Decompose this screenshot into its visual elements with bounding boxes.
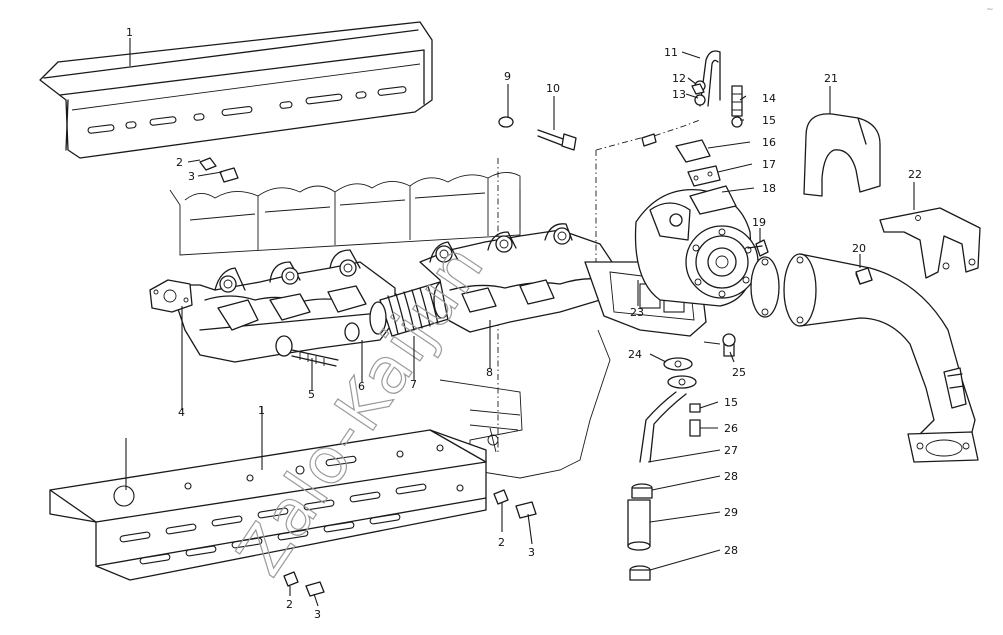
cylinder-head-outline bbox=[169, 158, 611, 479]
upper-heat-shield bbox=[39, 21, 433, 159]
callout-12: 12 bbox=[672, 72, 686, 85]
callout-25: 25 bbox=[732, 366, 746, 379]
manifold-gasket bbox=[149, 279, 193, 313]
callout-13: 13 bbox=[672, 88, 686, 101]
callout-labels: 1 1 2 3 4 5 6 7 8 9 10 11 12 13 14 15 16… bbox=[126, 5, 994, 621]
callout-20: 20 bbox=[852, 242, 866, 255]
callout-3-top: 3 bbox=[188, 170, 195, 183]
exhaust-manifold-front bbox=[174, 249, 396, 363]
pipe-bracket bbox=[879, 207, 981, 279]
turbo-outlet-gasket bbox=[747, 239, 769, 257]
callout-10: 10 bbox=[546, 82, 560, 95]
callout-3-bottom: 3 bbox=[314, 608, 321, 621]
turbocharger bbox=[634, 185, 759, 307]
callout-5: 5 bbox=[308, 388, 315, 401]
callout-15-bottom: 15 bbox=[724, 396, 738, 409]
callout-7: 7 bbox=[410, 378, 417, 391]
callout-21: 21 bbox=[824, 72, 838, 85]
callout-15-top: 15 bbox=[762, 114, 776, 127]
callout-1-bottom: 1 bbox=[258, 404, 265, 417]
callout-24: 24 bbox=[628, 348, 642, 361]
callout-8: 8 bbox=[486, 366, 493, 379]
exhaust-manifold-rear bbox=[419, 223, 613, 333]
callout-18: 18 bbox=[762, 182, 776, 195]
callout-19: 19 bbox=[752, 216, 766, 229]
callout-28-top: 28 bbox=[724, 470, 738, 483]
callout-9: 9 bbox=[504, 70, 511, 83]
lower-heat-shield bbox=[49, 429, 487, 581]
callout-26: 26 bbox=[724, 422, 738, 435]
leader-lines bbox=[125, 38, 915, 607]
callout-2-bottom: 2 bbox=[286, 598, 293, 611]
callout-22: 22 bbox=[908, 168, 922, 181]
pipe-clamp bbox=[803, 113, 881, 197]
exhaust-outlet-pipe bbox=[750, 253, 979, 463]
callout-14: 14 bbox=[762, 92, 776, 105]
callout-29: 29 bbox=[724, 506, 738, 519]
oil-return-line bbox=[627, 333, 736, 581]
callout-27: 27 bbox=[724, 444, 738, 457]
callout-3-middle: 3 bbox=[528, 546, 535, 559]
callout-1-top: 1 bbox=[126, 26, 133, 39]
callout-2-middle: 2 bbox=[498, 536, 505, 549]
callout-23: 23 bbox=[630, 306, 644, 319]
callout-17: 17 bbox=[762, 158, 776, 171]
callout-4: 4 bbox=[178, 406, 185, 419]
callout-11: 11 bbox=[664, 46, 678, 59]
callout-6: 6 bbox=[358, 380, 365, 393]
fastener-hardware bbox=[199, 83, 873, 597]
callout-2-top: 2 bbox=[176, 156, 183, 169]
corner-mark: ~ bbox=[986, 5, 994, 15]
callout-28-bottom: 28 bbox=[724, 544, 738, 557]
callout-16: 16 bbox=[762, 136, 776, 149]
